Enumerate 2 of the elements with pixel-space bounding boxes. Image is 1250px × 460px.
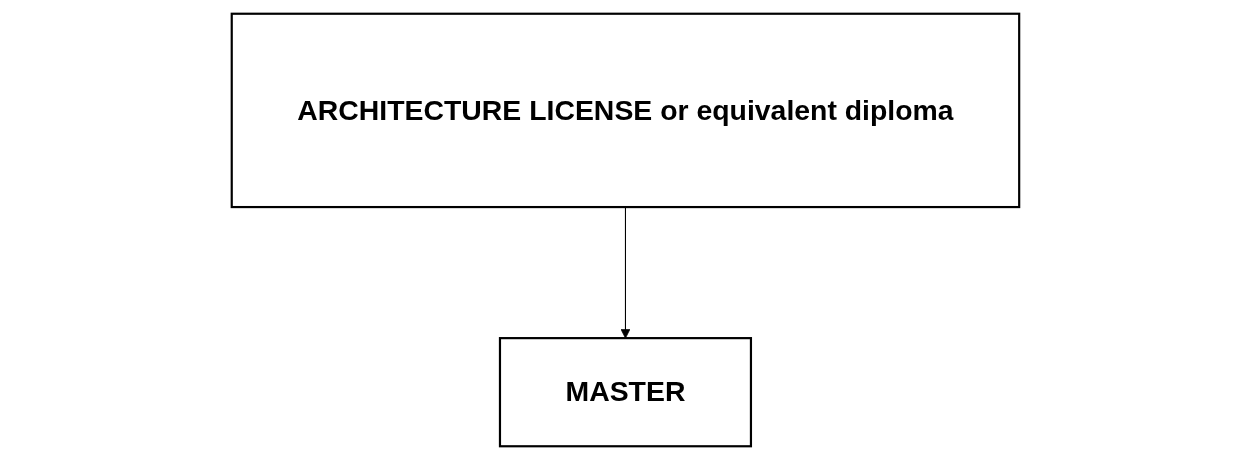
node-box: ARCHITECTURE LICENSE or equivalent diploma — [230, 12, 1020, 209]
node-box: MASTER — [498, 337, 752, 448]
